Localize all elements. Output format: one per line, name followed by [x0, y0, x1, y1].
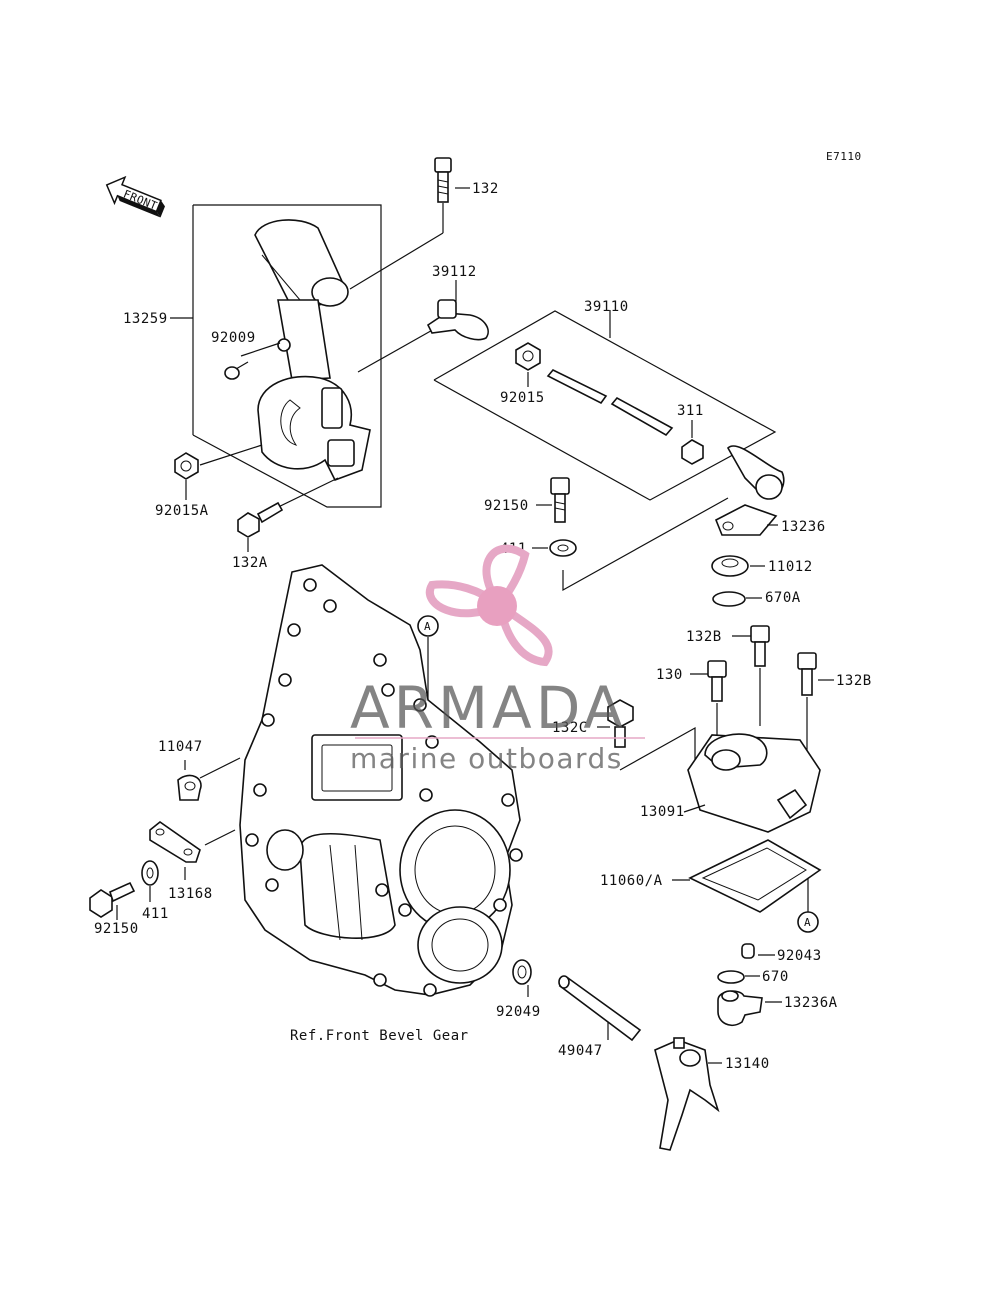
armada-watermark: ARMADA marine outboards	[350, 544, 645, 775]
label-13259: 13259	[123, 311, 168, 327]
clamp-11047	[177, 757, 241, 801]
reference-note: Ref.Front Bevel Gear	[290, 1028, 469, 1044]
label-92015A: 92015A	[155, 503, 209, 519]
bolt-92150-top	[536, 477, 570, 523]
diagram-code: E7110	[826, 150, 862, 163]
label-11047: 11047	[158, 739, 203, 755]
label-13236A: 13236A	[784, 995, 838, 1011]
shift-cover-13091	[683, 733, 821, 833]
callout-a-bottom: A	[797, 911, 819, 933]
propeller-logo-icon	[425, 544, 553, 667]
bolt-132A	[237, 501, 284, 552]
label-132C: 132C	[552, 720, 588, 736]
housing-bolt-holes	[245, 578, 523, 997]
label-311: 311	[677, 403, 704, 419]
label-132A: 132A	[232, 555, 268, 571]
label-411-left: 411	[142, 906, 169, 922]
bolt-132B-top	[732, 625, 770, 726]
shift-lever-assembly	[192, 203, 444, 513]
screw-92009	[224, 361, 249, 380]
callout-a-top: A	[417, 615, 439, 742]
shaft-49047	[558, 975, 642, 1042]
label-92009: 92009	[211, 330, 256, 346]
washer-411-top	[532, 539, 577, 557]
nut-92015A	[174, 452, 199, 500]
label-39110: 39110	[584, 299, 629, 315]
label-92043: 92043	[777, 948, 822, 964]
label-11060A: 11060/A	[600, 873, 663, 889]
bolt-130	[690, 660, 727, 738]
gasket-11060A	[672, 839, 822, 913]
rod-end-13236	[562, 445, 785, 592]
watermark-brand: ARMADA	[350, 674, 627, 742]
o-ring-670	[717, 970, 760, 984]
label-13168: 13168	[168, 886, 213, 902]
o-ring-670A	[712, 591, 762, 607]
svg-text:A: A	[424, 620, 431, 633]
rod-end-13236A	[717, 990, 782, 1027]
svg-text:A: A	[804, 916, 811, 929]
label-13140: 13140	[725, 1056, 770, 1072]
label-49047: 49047	[558, 1043, 603, 1059]
label-11012: 11012	[768, 559, 813, 575]
bolt-132C	[597, 699, 696, 771]
label-130: 130	[656, 667, 683, 683]
label-92049: 92049	[496, 1004, 541, 1020]
label-92150-left: 92150	[94, 921, 139, 937]
bushing-92049	[512, 959, 532, 997]
bolt-132	[434, 157, 470, 203]
label-13091: 13091	[640, 804, 685, 820]
label-92015: 92015	[500, 390, 545, 406]
label-39112: 39112	[432, 264, 477, 280]
washer-411-left	[141, 860, 159, 902]
label-13236: 13236	[781, 519, 826, 535]
label-92150-top: 92150	[484, 498, 529, 514]
rod-end-39112	[426, 280, 489, 341]
label-132B-top: 132B	[686, 629, 722, 645]
watermark-tagline: marine outboards	[350, 742, 623, 775]
pin-92043	[741, 943, 775, 959]
label-670: 670	[762, 969, 789, 985]
label-132: 132	[472, 181, 499, 197]
grommet-11012	[711, 555, 765, 577]
label-132B-right: 132B	[836, 673, 872, 689]
front-arrow-icon: FRONT	[105, 175, 165, 218]
bolt-132B-right	[797, 652, 834, 760]
bolt-92150-left	[89, 881, 136, 920]
label-670A: 670A	[765, 590, 801, 606]
gear-case-housing	[239, 564, 523, 997]
shift-rod-kit-39110	[433, 310, 777, 501]
plate-13168	[149, 821, 236, 880]
shift-fork-13140	[654, 1037, 722, 1151]
